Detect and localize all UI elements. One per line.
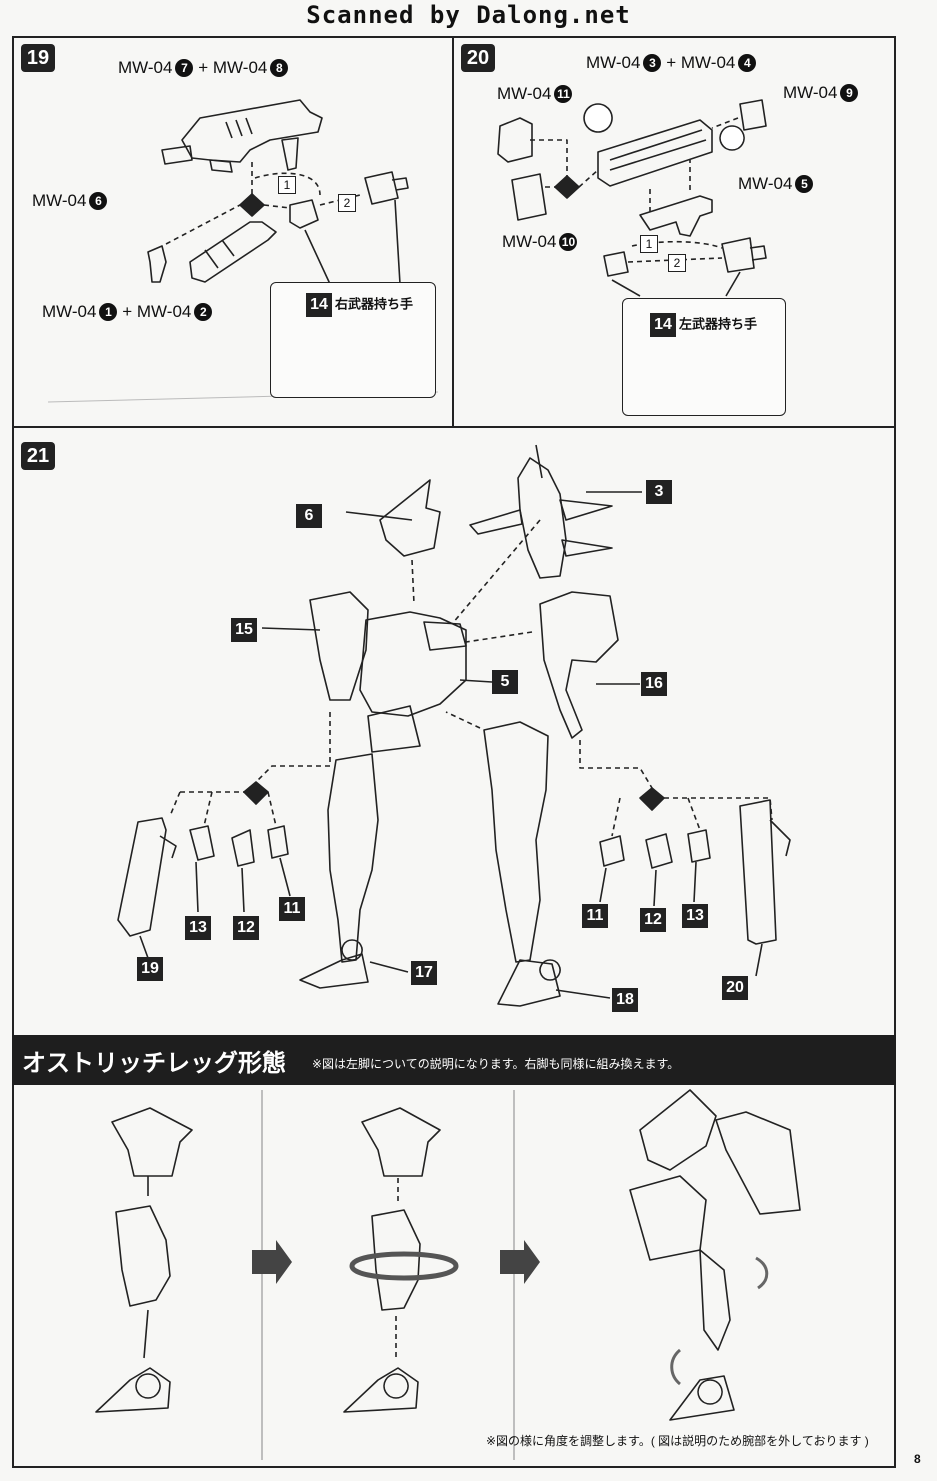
- part-label-18: 18: [612, 988, 638, 1012]
- right-weapon-illustration: [117, 817, 177, 937]
- part-label-12: 12: [640, 908, 666, 932]
- part-number-badge: 7: [175, 59, 194, 77]
- part-number-badge: 9: [840, 84, 859, 102]
- part-code: MW-04: [118, 58, 173, 77]
- step-20-badge: 20: [461, 44, 495, 72]
- sequence-marker-1: 1: [640, 235, 658, 253]
- part-code: MW-04: [497, 84, 552, 103]
- part-label-12: 12: [233, 916, 259, 940]
- part-label-11: 11: [279, 897, 305, 921]
- head-part-illustration: [379, 479, 441, 557]
- part-label-13: 13: [682, 904, 708, 928]
- sub-step-number: 14: [650, 313, 676, 337]
- sub-step-title: 右武器持ち手: [335, 296, 414, 312]
- plus-sign: +: [198, 58, 209, 77]
- step-19-badge: 19: [21, 44, 55, 72]
- part-number-badge: 11: [554, 85, 573, 103]
- grip-part-illustration: [147, 245, 167, 283]
- plus-sign: +: [122, 302, 133, 321]
- hand-part-illustration: [289, 171, 409, 229]
- step-21-badge: 21: [21, 442, 55, 470]
- part-code: MW-04: [42, 302, 97, 321]
- part-code: MW-04: [136, 302, 192, 321]
- mode-footnote: ※図の様に角度を調整します。( 図は説明のため腕部を外しております ): [486, 1434, 869, 1448]
- part-code: MW-04: [32, 191, 87, 210]
- part-number-badge: 4: [738, 54, 757, 72]
- plus-sign: +: [666, 53, 677, 72]
- part-code: MW-04: [502, 232, 557, 251]
- part-label-17: 17: [411, 961, 437, 985]
- part-label-16: 16: [641, 672, 667, 696]
- part-label-20: 20: [722, 976, 748, 1000]
- part-label-15: 15: [231, 618, 257, 642]
- torso-illustration: [309, 591, 467, 753]
- shield-weapon-illustration: [597, 119, 713, 237]
- part-code: MW-04: [586, 53, 641, 72]
- ostrich-leg-step-a-illustration: [95, 1107, 193, 1413]
- ostrich-leg-step-b-illustration: [343, 1107, 459, 1413]
- left-leg-illustration: [483, 721, 561, 1007]
- part-code: MW-04: [783, 83, 838, 102]
- clip-parts-illustration: [497, 99, 767, 221]
- mode-title: オストリッチレッグ形態: [22, 1050, 286, 1077]
- sequence-marker-2: 2: [668, 254, 686, 272]
- part-number-badge: 6: [89, 192, 108, 210]
- part-label-5: 5: [492, 670, 518, 694]
- part-number-badge: 2: [194, 303, 213, 321]
- rifle-part-illustration: [161, 99, 323, 173]
- part-code: MW-04: [212, 58, 268, 77]
- shield-weapon-21-illustration: [739, 799, 791, 945]
- hands-left-group-illustration: [189, 825, 289, 867]
- part-number-badge: 3: [643, 54, 662, 72]
- sub-step-number: 14: [306, 293, 332, 317]
- ostrich-leg-result-illustration: [629, 1089, 801, 1421]
- part-code: MW-04: [738, 174, 793, 193]
- scanner-watermark: Scanned by Dalong.net: [306, 1, 631, 29]
- sequence-marker-1: 1: [278, 176, 296, 194]
- part-number-badge: 1: [99, 303, 118, 321]
- page-number: 8: [914, 1452, 921, 1466]
- part-number-badge: 10: [559, 233, 578, 251]
- part-code: MW-04: [680, 53, 736, 72]
- backpack-part-illustration: [469, 444, 613, 579]
- part-label-3: 3: [646, 480, 672, 504]
- hand-parts-20-illustration: [603, 237, 767, 277]
- part-label-13: 13: [185, 916, 211, 940]
- sub-step-title: 左武器持ち手: [679, 316, 758, 332]
- part-number-badge: 5: [795, 175, 814, 193]
- right-leg-illustration: [299, 753, 379, 989]
- left-arm-illustration: [539, 591, 619, 739]
- part-label-19: 19: [137, 957, 163, 981]
- mode-note: ※図は左脚についての説明になります。右脚も同様に組み換えます。: [312, 1057, 680, 1071]
- part-label-6: 6: [296, 504, 322, 528]
- part-number-badge: 8: [270, 59, 289, 77]
- ostrich-leg-header: オストリッチレッグ形態 ※図は左脚についての説明になります。右脚も同様に組み換え…: [12, 1035, 896, 1085]
- step-20-hand-subbox: [622, 298, 786, 416]
- part-label-11: 11: [582, 904, 608, 928]
- barrel-part-illustration: [189, 221, 277, 283]
- sequence-marker-2: 2: [338, 194, 356, 212]
- hands-right-group-illustration: [599, 829, 711, 869]
- step-19-hand-subbox: [270, 282, 436, 398]
